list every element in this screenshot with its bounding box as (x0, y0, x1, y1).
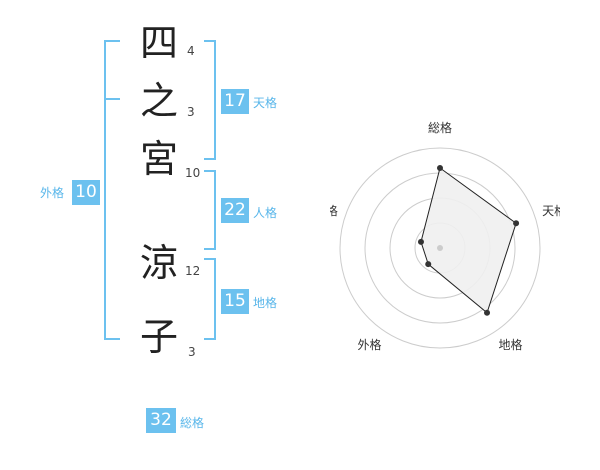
name-char-2: 之 (139, 79, 178, 123)
radar-ring (339, 147, 541, 349)
tenkaku-label: 天格 (253, 96, 278, 110)
radar-point-3 (484, 309, 491, 316)
radar-axis-label-1: 総格 (428, 120, 452, 135)
stroke-count-4: 12 (185, 264, 201, 278)
chikaku-badge: 15 (221, 289, 249, 314)
tenkaku-bracket-top (204, 40, 216, 42)
radar-series-polygon (420, 167, 517, 314)
radar-point-4 (425, 261, 432, 268)
stroke-count-1: 4 (187, 44, 195, 58)
gaikaku-label: 外格 (40, 186, 65, 200)
tenkaku-badge: 17 (221, 89, 249, 114)
radar-point-5 (417, 238, 424, 245)
radar-axis-label-4: 外格 (357, 337, 381, 352)
fortune-radar-chart: 総格天格地格 外格 人格 (330, 120, 560, 352)
radar-axis-label-3: 地格 (499, 337, 523, 352)
stroke-count-2: 3 (187, 105, 195, 119)
radar-axis-label-2: 天格 (542, 203, 560, 218)
soukaku-badge: 32 (146, 408, 176, 433)
name-char-3: 宮 (139, 137, 178, 181)
radar-point-2 (513, 220, 520, 227)
jinkaku-bracket-bottom (204, 248, 216, 250)
stroke-count-5: 3 (188, 345, 196, 359)
tenkaku-bracket-bottom (204, 158, 216, 160)
jinkaku-label: 人格 (253, 206, 278, 220)
name-char-4: 涼 (139, 241, 178, 285)
jinkaku-badge: 22 (221, 198, 249, 223)
tenkaku-bracket-vertical (214, 40, 216, 160)
chikaku-bracket-bottom (204, 338, 216, 340)
stroke-count-3: 10 (185, 166, 201, 180)
chikaku-bracket-top (204, 258, 216, 260)
gaikaku-bracket-vertical (104, 40, 106, 340)
radar-point-1 (437, 165, 443, 171)
name-char-5: 子 (139, 315, 178, 359)
jinkaku-bracket-top (204, 170, 216, 172)
gaikaku-bracket-bottom (104, 338, 120, 340)
radar-center (437, 245, 443, 251)
gaikaku-badge: 10 (72, 180, 100, 205)
name-char-1: 四 (139, 21, 178, 65)
gaikaku-bracket-mid (104, 98, 120, 100)
chikaku-bracket-vertical (214, 258, 216, 340)
chikaku-label: 地格 (253, 296, 278, 310)
jinkaku-bracket-vertical (214, 170, 216, 250)
radar-axis-label-5: 人格 (330, 203, 338, 218)
gaikaku-bracket-top (104, 40, 120, 42)
soukaku-label: 総格 (180, 416, 205, 430)
